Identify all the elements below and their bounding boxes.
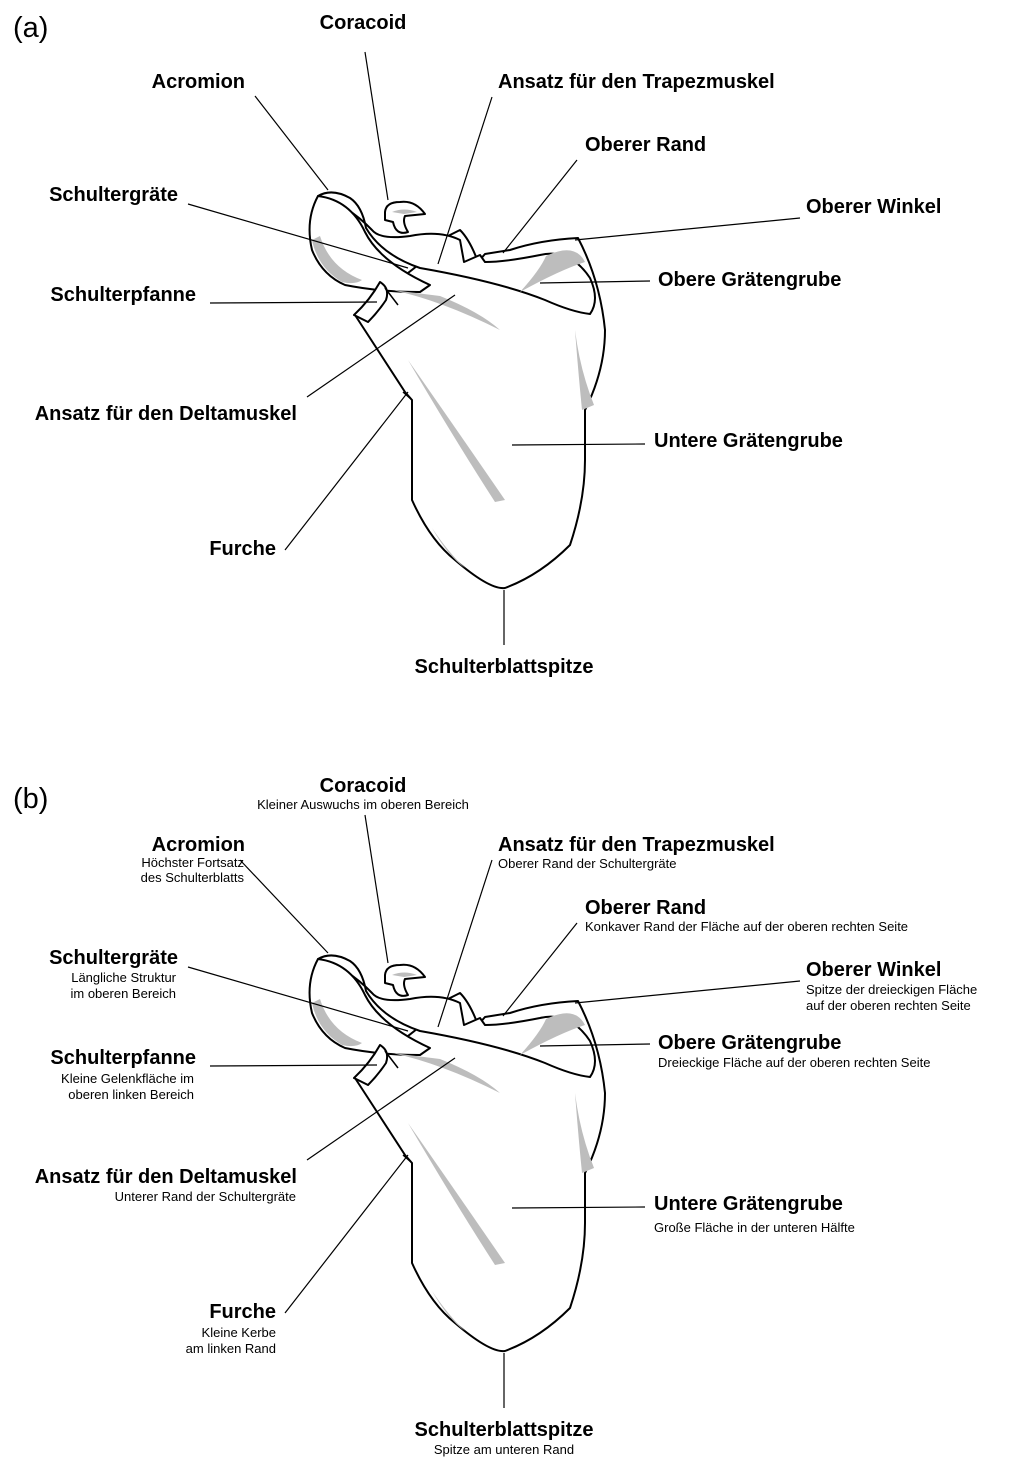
desc-oberer-winkel-line1: Spitze der dreieckigen Fläche [806, 982, 977, 997]
label-trapezmuskel-b: Ansatz für den Trapezmuskel [498, 834, 775, 856]
label-trapezmuskel: Ansatz für den Trapezmuskel [498, 71, 775, 93]
desc-furche-line2: am linken Rand [186, 1341, 276, 1356]
desc-acromion-line2: des Schulterblatts [141, 870, 245, 885]
label-schultergraete: Schultergräte [49, 184, 178, 206]
label-coracoid: Coracoid [320, 12, 407, 34]
desc-schulterpfanne-line1: Kleine Gelenkfläche im [61, 1071, 194, 1086]
label-schulterblattspitze: Schulterblattspitze [415, 656, 594, 678]
label-deltamuskel: Ansatz für den Deltamuskel [35, 403, 297, 425]
desc-oberer-rand: Konkaver Rand der Fläche auf der oberen … [585, 919, 908, 934]
label-oberer-rand: Oberer Rand [585, 134, 706, 156]
panel-a-letter: (a) [13, 12, 48, 44]
label-furche: Furche [209, 538, 276, 560]
label-coracoid-b: Coracoid [320, 775, 407, 797]
label-obere-graetengrube-b: Obere Grätengrube [658, 1032, 841, 1054]
label-obere-graetengrube: Obere Grätengrube [658, 269, 841, 291]
desc-coracoid: Kleiner Auswuchs im oberen Bereich [257, 797, 469, 812]
label-acromion: Acromion [152, 71, 245, 93]
label-schulterpfanne-b: Schulterpfanne [50, 1047, 196, 1069]
label-untere-graetengrube: Untere Grätengrube [654, 430, 843, 452]
label-oberer-winkel-b: Oberer Winkel [806, 959, 941, 981]
panel-a: (a) Coracoid Acromion Ansatz für den Tra… [13, 12, 941, 678]
desc-oberer-winkel-line2: auf der oberen rechten Seite [806, 998, 971, 1013]
label-oberer-rand-b: Oberer Rand [585, 897, 706, 919]
desc-untere-graetengrube: Große Fläche in der unteren Hälfte [654, 1220, 855, 1235]
label-furche-b: Furche [209, 1301, 276, 1323]
label-schultergraete-b: Schultergräte [49, 947, 178, 969]
panel-b-letter: (b) [13, 783, 48, 815]
desc-schultergraete-line1: Längliche Struktur [71, 970, 176, 985]
desc-schulterpfanne-line2: oberen linken Bereich [68, 1087, 194, 1102]
label-schulterblattspitze-b: Schulterblattspitze [415, 1419, 594, 1441]
label-oberer-winkel: Oberer Winkel [806, 196, 941, 218]
desc-schulterblattspitze: Spitze am unteren Rand [434, 1442, 574, 1457]
desc-deltamuskel: Unterer Rand der Schultergräte [115, 1189, 296, 1204]
label-acromion-b: Acromion [152, 834, 245, 856]
label-schulterpfanne: Schulterpfanne [50, 284, 196, 306]
label-deltamuskel-b: Ansatz für den Deltamuskel [35, 1166, 297, 1188]
desc-obere-graetengrube: Dreieckige Fläche auf der oberen rechten… [658, 1055, 930, 1070]
desc-acromion-line1: Höchster Fortsatz [141, 855, 244, 870]
desc-furche-line1: Kleine Kerbe [202, 1325, 276, 1340]
label-untere-graetengrube-b: Untere Grätengrube [654, 1193, 843, 1215]
panel-b: (b) Coracoid Kleiner Auswuchs im oberen … [13, 775, 977, 1457]
desc-schultergraete-line2: im oberen Bereich [71, 986, 177, 1001]
desc-trapezmuskel: Oberer Rand der Schultergräte [498, 856, 676, 871]
